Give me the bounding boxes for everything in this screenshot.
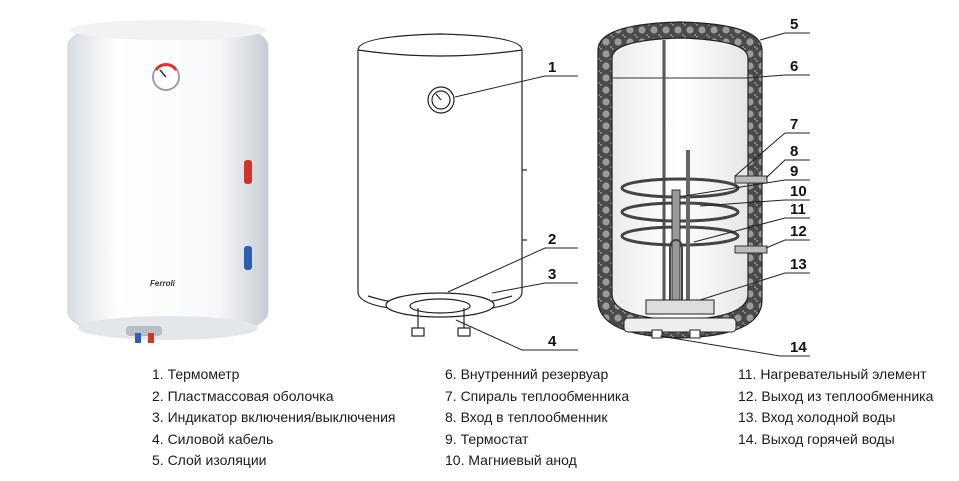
callout-4: 4 [548, 333, 557, 350]
water-heater-diagram: Ferroli [67, 16, 810, 357]
leader-14 [659, 335, 810, 357]
leader-1 [454, 75, 578, 98]
leader-13 [699, 272, 810, 301]
photo-bottom-cap [78, 316, 258, 340]
leader-12 [765, 239, 810, 249]
exterior-body-outline [357, 33, 523, 313]
brand-label: Ferroli [150, 279, 176, 288]
exchanger-outlet-pipe [734, 245, 768, 254]
legend-item-10: 10. Магниевый анод [445, 452, 577, 468]
legend-item-5: 5. Слой изоляции [152, 452, 267, 468]
exterior-bottom-fittings [411, 308, 471, 337]
heater-cutaway [597, 21, 768, 339]
exterior-bottom-panel [385, 292, 495, 318]
bottom-outlets [651, 329, 701, 339]
leader-11 [693, 217, 810, 243]
legend-item-6: 6. Внутренний резервуар [445, 366, 609, 382]
bottom-cover [623, 317, 737, 333]
legend-item-9: 9. Термостат [445, 430, 529, 447]
photo-side-pipe-hot [244, 160, 252, 184]
leader-3 [491, 282, 578, 294]
photo-bottom-pipes [126, 326, 162, 343]
legend-item-11: 11. Нагревательный элемент [738, 366, 927, 382]
callout-numbers: 1 2 3 4 5 6 7 8 9 10 11 12 13 14 [548, 16, 807, 356]
callout-2: 2 [548, 231, 556, 248]
leader-4 [455, 319, 578, 351]
callout-8: 8 [790, 143, 798, 160]
leader-8 [765, 159, 810, 179]
legend-item-1: 1. Термометр [152, 366, 240, 382]
photo-side-pipe-cold [244, 246, 252, 270]
legend-item-7: 7. Спираль теплообменника [445, 387, 630, 404]
exterior-indicator-ring [409, 298, 471, 314]
callout-9: 9 [790, 163, 798, 180]
legend-item-8: 8. Вход в теплообменник [445, 409, 608, 425]
legend-column-2: 6. Внутренний резервуар 7. Спираль тепло… [445, 364, 629, 472]
callout-14: 14 [790, 339, 807, 356]
heating-element [669, 238, 683, 300]
heater-photo: Ferroli [67, 20, 269, 343]
exchanger-inlet-pipe [734, 175, 768, 184]
thermostat-tube [671, 189, 681, 301]
legend-item-4: 4. Силовой кабель [152, 430, 274, 447]
leader-6 [745, 74, 810, 79]
callout-6: 6 [790, 58, 798, 75]
callout-12: 12 [790, 223, 807, 240]
exterior-thermometer-icon [427, 86, 455, 114]
callout-10: 10 [790, 183, 807, 200]
legend-item-14: 14. Выход горячей воды [738, 430, 895, 447]
callout-11: 11 [790, 201, 806, 218]
callout-1: 1 [548, 59, 556, 76]
bottom-flange [645, 299, 715, 315]
legend-item-13: 13. Вход холодной воды [738, 409, 896, 425]
callout-5: 5 [790, 16, 798, 33]
callout-3: 3 [548, 266, 556, 283]
exterior-top-curve [357, 49, 523, 57]
heater-exterior-drawing [357, 33, 527, 337]
legend-item-12: 12. Выход из теплообменника [738, 387, 934, 404]
callout-13: 13 [790, 256, 807, 273]
legend-item-2: 2. Пластмассовая оболочка [152, 387, 334, 404]
legend-item-3: 3. Индикатор включения/выключения [152, 409, 396, 425]
leader-7 [734, 132, 810, 177]
leader-10 [699, 199, 810, 207]
leader-2 [447, 247, 578, 293]
callout-leaders [447, 32, 810, 357]
leader-5 [759, 32, 810, 41]
photo-top-cap [70, 20, 266, 40]
legend-column-3: 11. Нагревательный элемент 12. Выход из … [738, 364, 933, 450]
photo-thermometer-icon [152, 63, 180, 91]
leader-9 [683, 179, 810, 197]
legend-column-1: 1. Термометр 2. Пластмассовая оболочка 3… [152, 364, 396, 472]
callout-7: 7 [790, 116, 798, 133]
